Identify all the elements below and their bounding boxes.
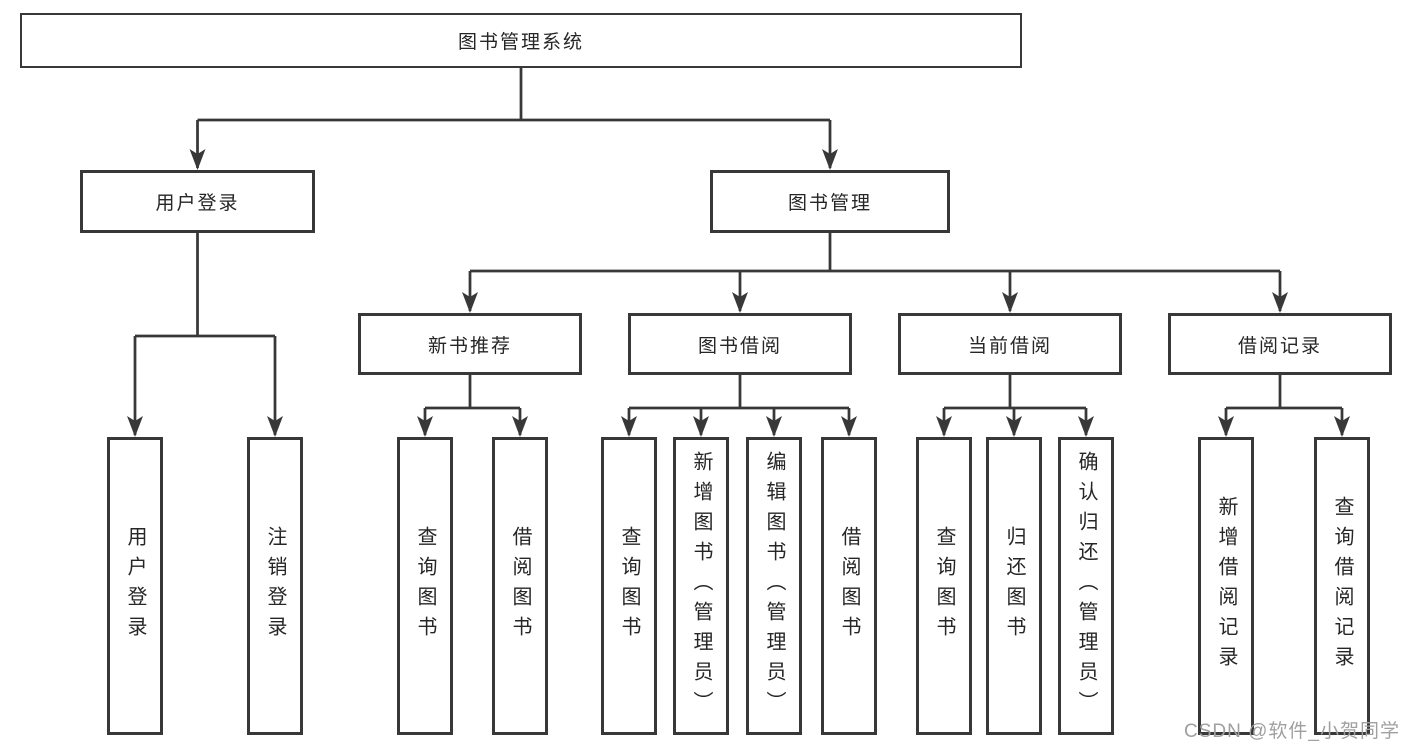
arrowhead: [462, 292, 478, 313]
arrowhead: [732, 292, 748, 313]
node-borrow-books-label: 借阅图书: [838, 526, 860, 646]
arrowhead: [1002, 292, 1018, 313]
arrowhead: [1272, 292, 1288, 313]
node-query-books-current-label: 查询图书: [933, 526, 955, 646]
node-book-borrowing: 图书借阅: [628, 313, 852, 375]
connector-book-mgmt-children: [468, 233, 1282, 311]
node-borrow-books-recommend-label: 借阅图书: [509, 526, 531, 646]
connector-shafts: [133, 68, 1344, 435]
arrowhead: [1078, 416, 1094, 437]
arrowhead: [417, 416, 433, 437]
arrowhead: [267, 416, 283, 437]
node-logout: 注销登录: [247, 437, 303, 735]
arrowhead: [766, 416, 782, 437]
node-add-books-admin-label: 新增图书（管理员）: [690, 451, 712, 721]
node-book-management: 图书管理: [710, 170, 950, 233]
node-query-books-borrowing-label: 查询图书: [618, 526, 640, 646]
node-book-borrowing-label: 图书借阅: [697, 335, 782, 357]
node-book-management-label: 图书管理: [787, 193, 872, 214]
node-login-label: 用户登录: [124, 526, 146, 646]
node-borrow-books: 借阅图书: [821, 437, 877, 735]
arrowhead: [512, 416, 528, 437]
node-query-books-recommend-label: 查询图书: [414, 526, 436, 646]
node-query-books-current: 查询图书: [916, 437, 972, 735]
node-current-borrowing-label: 当前借阅: [967, 335, 1052, 357]
connector-book-borrow-children: [627, 375, 851, 435]
node-confirm-return-admin-label: 确认归还（管理员）: [1075, 451, 1097, 721]
node-return-books-label: 归还图书: [1003, 526, 1025, 646]
node-return-books: 归还图书: [986, 437, 1042, 735]
arrowhead: [1218, 416, 1234, 437]
node-borrowing-records-label: 借阅记录: [1237, 335, 1322, 357]
arrowhead: [936, 416, 952, 437]
node-borrowing-records: 借阅记录: [1168, 313, 1392, 375]
node-query-books-borrowing: 查询图书: [601, 437, 657, 735]
arrowhead: [621, 416, 637, 437]
arrowhead: [693, 416, 709, 437]
node-add-borrow-record: 新增借阅记录: [1198, 437, 1254, 735]
connector-new-book-children: [423, 375, 522, 435]
node-logout-label: 注销登录: [264, 526, 286, 646]
connector-borrow-record-children: [1224, 375, 1344, 435]
node-query-borrow-record-label: 查询借阅记录: [1331, 496, 1353, 676]
connector-root-to-level2: [196, 68, 832, 168]
node-library-system-label: 图书管理系统: [457, 32, 584, 53]
arrowhead: [127, 416, 143, 437]
node-add-books-admin: 新增图书（管理员）: [673, 437, 729, 735]
node-current-borrowing: 当前借阅: [898, 313, 1122, 375]
node-query-books-recommend: 查询图书: [397, 437, 453, 735]
node-login: 用户登录: [107, 437, 163, 735]
arrowheads: [127, 149, 1350, 437]
arrowhead: [1334, 416, 1350, 437]
node-new-book-recommend: 新书推荐: [358, 313, 582, 375]
node-query-borrow-record: 查询借阅记录: [1314, 437, 1370, 735]
arrowhead: [822, 149, 838, 170]
node-edit-books-admin: 编辑图书（管理员）: [746, 437, 802, 735]
node-borrow-books-recommend: 借阅图书: [492, 437, 548, 735]
node-user-login-group: 用户登录: [80, 170, 315, 233]
node-user-login-group-label: 用户登录: [155, 193, 240, 214]
connector-user-login-children: [133, 233, 277, 435]
node-confirm-return-admin: 确认归还（管理员）: [1058, 437, 1114, 735]
node-library-system: 图书管理系统: [20, 13, 1022, 68]
node-add-borrow-record-label: 新增借阅记录: [1215, 496, 1237, 676]
arrowhead: [189, 149, 206, 170]
node-new-book-recommend-label: 新书推荐: [427, 335, 512, 357]
arrowhead: [1006, 416, 1022, 437]
watermark: CSDN @软件_小贺同学: [1184, 721, 1400, 742]
node-edit-books-admin-label: 编辑图书（管理员）: [763, 451, 785, 721]
arrowhead: [841, 416, 857, 437]
